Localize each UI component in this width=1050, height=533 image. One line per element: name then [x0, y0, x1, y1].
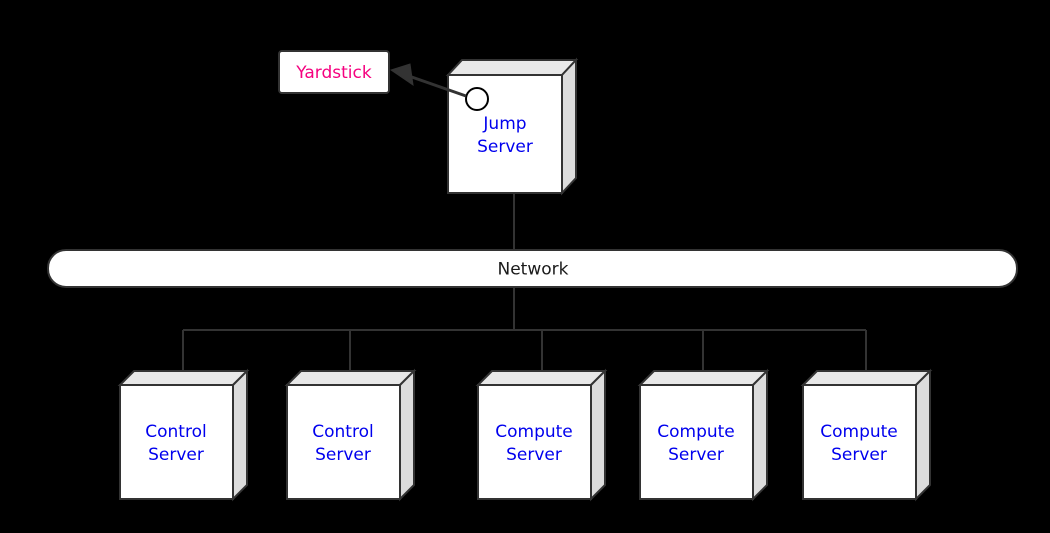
- yardstick-arrow: [389, 63, 467, 98]
- server-3-side-face: [590, 368, 606, 502]
- network-label: Network: [498, 260, 569, 280]
- server-2-label-line2: Server: [315, 445, 371, 465]
- server-4-side-face: [752, 368, 768, 502]
- jump-server-port-icon: [465, 87, 489, 111]
- jump-server-front-face: [447, 74, 563, 194]
- connector-lines: [182, 193, 867, 372]
- server-4-front-face: [639, 384, 754, 500]
- server-2-front-face: [286, 384, 401, 500]
- yardstick-arrow-head: [389, 63, 414, 87]
- server-3-top-face: [475, 370, 608, 386]
- server-2-label-line1: Control: [312, 422, 373, 442]
- server-node-3[interactable]: Compute Server: [475, 368, 608, 502]
- server-node-1[interactable]: Control Server: [117, 368, 250, 502]
- server-3-front-face: [477, 384, 592, 500]
- server-4-label-line2: Server: [668, 445, 724, 465]
- jump-server-label-line1: Jump: [482, 114, 526, 134]
- server-1-front-face: [119, 384, 234, 500]
- server-5-label-line2: Server: [831, 445, 887, 465]
- network-node[interactable]: Network: [47, 249, 1018, 288]
- server-node-4[interactable]: Compute Server: [637, 368, 770, 502]
- server-node-2[interactable]: Control Server: [284, 368, 417, 502]
- server-node-5[interactable]: Compute Server: [800, 368, 933, 502]
- server-1-label-line1: Control: [145, 422, 206, 442]
- server-5-label-line1: Compute: [820, 422, 898, 442]
- server-2-side-face: [399, 368, 415, 502]
- jump-server-node[interactable]: Jump Server: [445, 57, 579, 196]
- yardstick-box-shape: [278, 50, 390, 94]
- server-1-side-face: [232, 368, 248, 502]
- server-3-label-line2: Server: [506, 445, 562, 465]
- yardstick-node[interactable]: Yardstick: [278, 50, 390, 94]
- jump-server-top-face: [445, 59, 579, 76]
- server-2-top-face: [284, 370, 417, 386]
- server-3-label-line1: Compute: [495, 422, 573, 442]
- server-1-top-face: [117, 370, 250, 386]
- server-4-top-face: [637, 370, 770, 386]
- server-5-top-face: [800, 370, 933, 386]
- yardstick-label: Yardstick: [295, 63, 372, 83]
- jump-server-label-line2: Server: [477, 137, 533, 157]
- yardstick-arrow-line: [405, 73, 467, 98]
- server-5-side-face: [915, 368, 931, 502]
- server-5-front-face: [802, 384, 917, 500]
- jump-server-side-face: [561, 57, 577, 196]
- network-bar-shape: [47, 249, 1018, 288]
- server-4-label-line1: Compute: [657, 422, 735, 442]
- server-1-label-line2: Server: [148, 445, 204, 465]
